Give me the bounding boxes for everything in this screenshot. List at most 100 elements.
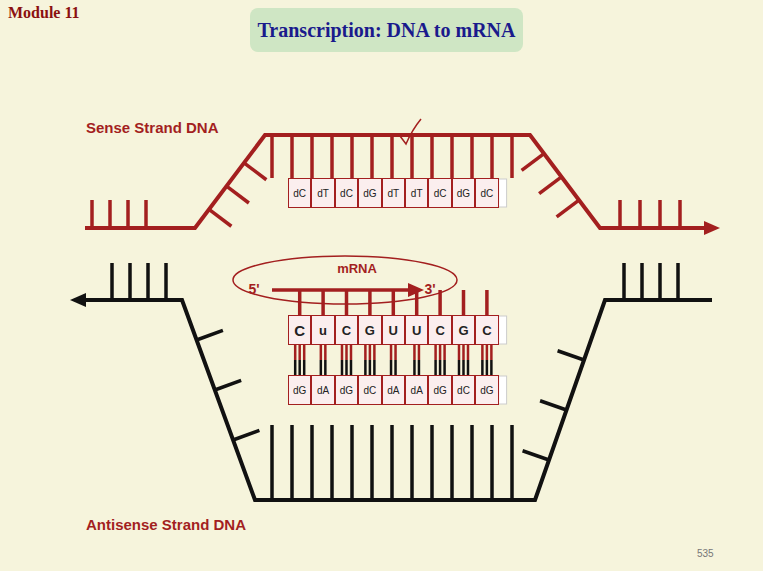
bond-line	[467, 360, 470, 375]
strand-arrowhead	[70, 293, 86, 307]
base-stub	[370, 425, 374, 500]
base-letter: u	[319, 323, 327, 338]
base-stub	[233, 430, 259, 440]
end-label: 5'	[248, 281, 259, 297]
base-stub	[209, 209, 231, 226]
nucleotide-box: dT	[382, 178, 405, 208]
bond-line	[458, 345, 461, 360]
base-stub	[270, 135, 274, 178]
title-box: Transcription: DNA to mRNA	[250, 8, 524, 52]
base-letter: U	[389, 323, 398, 338]
base-letter: dG	[433, 385, 446, 396]
bond-line	[364, 360, 367, 375]
nucleotide-box: C	[428, 315, 451, 345]
base-letter: dC	[480, 188, 493, 199]
base-stub	[330, 425, 334, 500]
bond-line	[458, 360, 461, 375]
hydrogen-bond	[482, 345, 491, 375]
bond-line	[341, 345, 344, 360]
base-letter: G	[458, 323, 468, 338]
bond-line	[298, 345, 301, 360]
hydrogen-bond	[365, 345, 374, 375]
base-letter: dC	[340, 188, 353, 199]
base-letter: U	[412, 323, 421, 338]
nucleotide-box: dC	[358, 375, 381, 405]
base-stub	[310, 135, 314, 178]
nucleotide-box: C	[288, 315, 311, 345]
sense-backbone	[85, 135, 706, 228]
box-tab	[499, 316, 507, 344]
base-letter: G	[365, 323, 375, 338]
base-letter: dC	[434, 188, 447, 199]
base-stub	[540, 401, 566, 410]
base-letter: dA	[387, 385, 399, 396]
bond-line	[294, 360, 297, 375]
page-number: 535	[697, 548, 714, 559]
bond-line	[369, 360, 372, 375]
base-stub	[164, 263, 168, 300]
base-letter: dC	[457, 385, 470, 396]
nucleotide-box: G	[358, 315, 381, 345]
base-stub	[90, 200, 94, 228]
base-stub	[350, 425, 354, 500]
bond-line	[481, 345, 484, 360]
bond-line	[418, 360, 421, 375]
nucleotide-box: dG	[358, 178, 381, 208]
bond-line	[443, 360, 446, 375]
base-stub	[470, 135, 474, 178]
base-stub	[368, 290, 372, 315]
hydrogen-bond	[459, 345, 468, 375]
base-stub	[215, 380, 241, 390]
bond-line	[394, 345, 397, 360]
base-stub	[470, 425, 474, 500]
bond-line	[413, 360, 416, 375]
base-letter: C	[435, 323, 444, 338]
bond-line	[320, 345, 323, 360]
bond-line	[439, 345, 442, 360]
bond-line	[345, 345, 348, 360]
base-stub	[622, 263, 626, 300]
hydrogen-bond	[436, 345, 445, 375]
base-stub	[658, 200, 662, 228]
base-letter: dG	[363, 188, 376, 199]
bond-line	[413, 345, 416, 360]
bond-line	[439, 360, 442, 375]
base-stub	[197, 330, 223, 340]
base-stub	[485, 290, 489, 315]
base-letter: C	[482, 323, 491, 338]
nucleotide-box: dG	[428, 375, 451, 405]
base-stub	[640, 263, 644, 300]
bond-line	[350, 360, 353, 375]
base-stub	[415, 290, 419, 315]
base-stub	[558, 351, 584, 360]
nucleotide-box: dC	[288, 178, 311, 208]
base-stub	[678, 200, 682, 228]
bond-line	[298, 360, 301, 375]
base-letter: dA	[411, 385, 423, 396]
hydrogen-bond	[391, 345, 396, 375]
base-stub	[270, 425, 274, 500]
base-letter: dC	[363, 385, 376, 396]
mrna-backbone	[272, 288, 410, 292]
base-stub	[330, 135, 334, 178]
base-letter: dT	[387, 188, 399, 199]
bond-line	[303, 345, 306, 360]
bond-line	[462, 360, 465, 375]
strand-label: Sense Strand DNA	[86, 119, 219, 136]
base-stub	[321, 290, 325, 315]
base-stub	[510, 425, 514, 500]
nucleotide-box: dC	[475, 178, 498, 208]
nucleotide-box: dT	[311, 178, 334, 208]
nucleotide-box: U	[382, 315, 405, 345]
bond-line	[341, 360, 344, 375]
hydrogen-bond	[321, 345, 326, 375]
bond-line	[303, 360, 306, 375]
bond-line	[434, 360, 437, 375]
base-letter: C	[342, 323, 351, 338]
bond-line	[364, 345, 367, 360]
base-stub	[638, 200, 642, 228]
